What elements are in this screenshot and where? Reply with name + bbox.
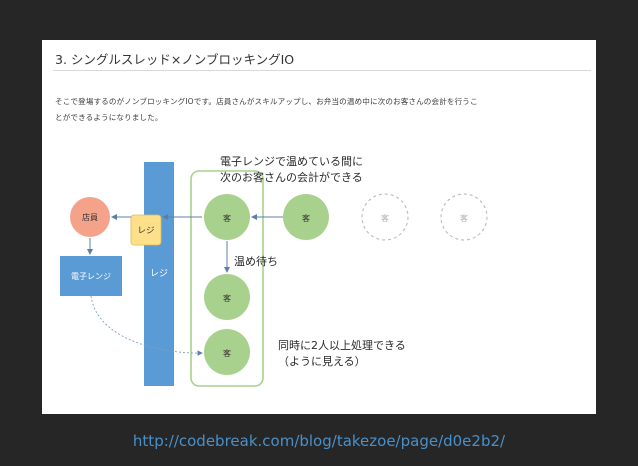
paragraph-line-2: とができるようになりました。 <box>55 113 163 122</box>
register-bar <box>144 162 174 386</box>
customer-label: 客 <box>223 213 231 223</box>
slide-heading: 3. シングルスレッド×ノンブロッキングIO <box>55 52 295 67</box>
register-bar-label: レジ <box>150 269 168 279</box>
customer-next <box>283 194 329 240</box>
customer-label: 客 <box>223 348 231 358</box>
customer-waiting-2 <box>440 193 488 241</box>
clerk-label: 店員 <box>82 212 98 222</box>
microwave-box <box>60 256 122 296</box>
customer-warming <box>204 274 250 320</box>
register-box <box>130 214 162 246</box>
arrow-microwave-to-customer <box>90 295 203 356</box>
clerk-circle <box>70 197 110 237</box>
caption-bottom-line-1: 同時に2人以上処理できる <box>278 339 406 352</box>
microwave-label: 電子レンジ <box>71 272 111 281</box>
customer-label: 客 <box>223 293 231 303</box>
caption-top-line-1: 電子レンジで温めている間に <box>220 155 363 168</box>
diagram: レジ 店員 レジ 電子レンジ 客 客 客 客 客 客 <box>60 162 488 387</box>
source-link[interactable]: http://codebreak.com/blog/takezoe/page/d… <box>132 432 506 450</box>
caption-top-line-2: 次のお客さんの会計ができる <box>220 171 363 184</box>
heading-divider <box>53 70 591 71</box>
register-box-label: レジ <box>137 226 154 236</box>
customer-waiting-1 <box>361 193 409 241</box>
waiting-customer-label: 客 <box>460 213 468 223</box>
caption-warming: 温め待ち <box>234 255 278 268</box>
waiting-customer-label: 客 <box>381 213 389 223</box>
caption-bottom-line-2: （ように見える） <box>278 355 366 368</box>
slide-image: 3. シングルスレッド×ノンブロッキングIO そこで登場するのがノンブロッキング… <box>42 40 596 414</box>
customer-label: 客 <box>302 213 310 223</box>
customer-receiving <box>204 329 250 375</box>
paragraph-line-1: そこで登場するのがノンブロッキングIOです。店員さんがスキルアップし、お弁当の温… <box>55 97 478 106</box>
customer-at-register <box>204 194 250 240</box>
processing-group-outline <box>190 170 264 387</box>
